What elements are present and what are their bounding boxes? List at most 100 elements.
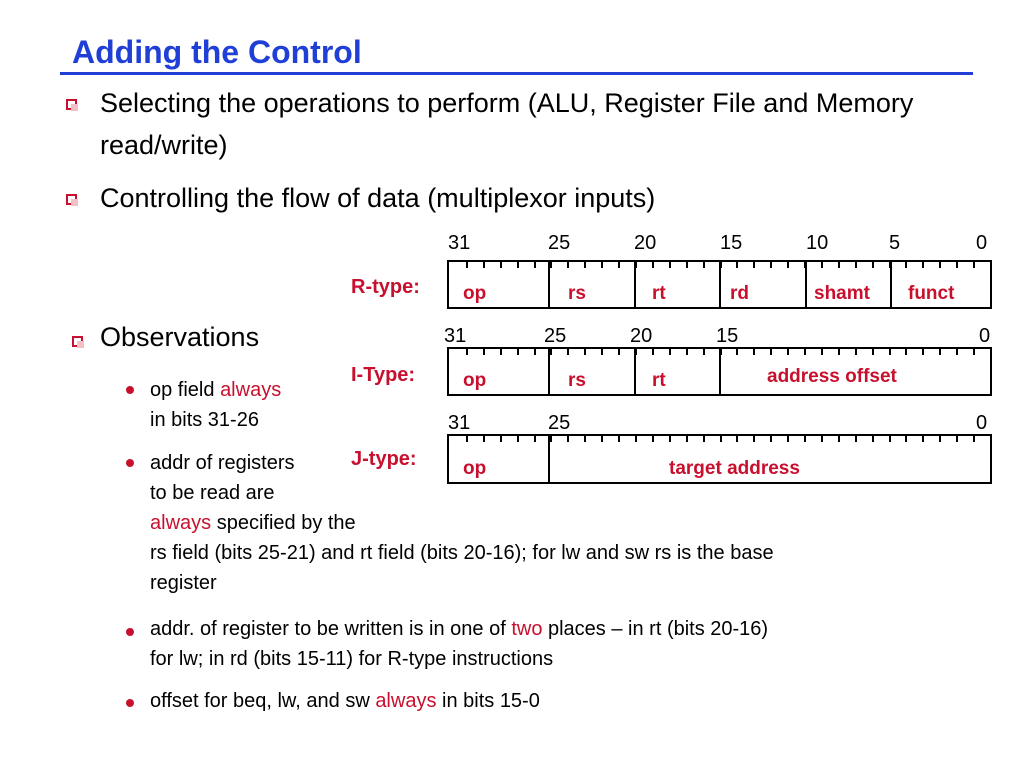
bit-tick <box>905 436 907 442</box>
bit-tick <box>618 349 620 355</box>
bit-tick <box>500 262 502 268</box>
format-label: I-Type: <box>351 364 416 386</box>
observation-item: addr. of register to be written is in on… <box>150 618 769 670</box>
bit-number: 25 <box>548 412 571 434</box>
bit-tick <box>821 436 823 442</box>
bit-tick <box>838 349 840 355</box>
bit-tick <box>736 436 738 442</box>
bit-tick <box>872 436 874 442</box>
bit-tick <box>584 349 586 355</box>
bit-number: 0 <box>976 412 988 434</box>
bullet-text: Controlling the flow of data (multiplexo… <box>100 183 656 213</box>
bit-tick <box>922 262 924 268</box>
bit-tick <box>550 349 552 355</box>
bit-tick <box>686 349 688 355</box>
bit-tick <box>534 262 536 268</box>
bit-tick <box>922 436 924 442</box>
field-rt: rt <box>652 370 666 391</box>
bit-tick <box>466 436 468 442</box>
bit-tick <box>973 262 975 268</box>
square-bullet-icon <box>72 336 84 348</box>
bit-tick <box>787 349 789 355</box>
instruction-box: op rs rt rd shamt funct <box>447 260 992 309</box>
bit-tick <box>889 436 891 442</box>
bit-tick <box>652 349 654 355</box>
bit-number: 20 <box>634 232 657 254</box>
bit-tick <box>939 349 941 355</box>
bit-tick <box>466 262 468 268</box>
instruction-box: op target address <box>447 434 992 484</box>
square-bullet-icon <box>66 194 78 206</box>
format-label: J-type: <box>351 448 417 470</box>
observation-item: op field always in bits 31-26 <box>150 379 282 431</box>
dot-bullet-icon <box>126 386 134 394</box>
bit-tick <box>804 349 806 355</box>
bit-tick <box>956 436 958 442</box>
square-bullet-icon <box>66 99 78 111</box>
bit-tick <box>753 349 755 355</box>
bit-tick <box>703 436 705 442</box>
bit-number: 10 <box>806 232 829 254</box>
observation-item: addr of registers to be read are always … <box>150 452 774 594</box>
bit-number: 20 <box>630 325 653 347</box>
dot-bullet-icon <box>126 699 134 707</box>
bit-tick <box>753 436 755 442</box>
field-address-offset: address offset <box>767 366 897 387</box>
field-rs: rs <box>568 283 586 304</box>
bit-tick <box>821 349 823 355</box>
bit-number: 15 <box>716 325 739 347</box>
bit-number: 25 <box>544 325 567 347</box>
field-rs: rs <box>568 370 586 391</box>
bit-tick <box>821 262 823 268</box>
bit-tick <box>584 436 586 442</box>
bit-tick <box>517 436 519 442</box>
bit-tick <box>703 262 705 268</box>
dot-bullet-icon <box>126 459 134 467</box>
bit-tick <box>770 436 772 442</box>
bit-tick <box>601 436 603 442</box>
bit-tick <box>567 436 569 442</box>
bit-tick <box>956 262 958 268</box>
bit-tick <box>534 436 536 442</box>
bit-tick <box>567 349 569 355</box>
field-rt: rt <box>652 283 666 304</box>
bit-tick <box>770 349 772 355</box>
bit-tick <box>804 262 806 268</box>
bit-tick <box>635 436 637 442</box>
bit-tick <box>635 262 637 268</box>
field-rd: rd <box>730 283 749 304</box>
bit-number: 0 <box>976 232 988 254</box>
bit-tick <box>770 262 772 268</box>
slide-title: Adding the Control <box>72 34 362 70</box>
bit-tick <box>500 436 502 442</box>
bit-tick <box>500 349 502 355</box>
bit-tick <box>838 436 840 442</box>
bit-tick <box>939 262 941 268</box>
observations-heading: Observations <box>100 322 260 352</box>
instruction-box: op rs rt address offset <box>447 347 992 396</box>
bit-tick <box>517 262 519 268</box>
bit-tick <box>618 262 620 268</box>
bit-tick <box>483 349 485 355</box>
bit-tick <box>736 262 738 268</box>
bit-tick <box>787 262 789 268</box>
field-funct: funct <box>908 283 955 304</box>
bit-number: 31 <box>448 232 471 254</box>
bit-tick <box>652 262 654 268</box>
field-op: op <box>463 458 487 479</box>
bullet-text: Selecting the operations to perform (ALU… <box>100 88 914 160</box>
bit-tick <box>635 349 637 355</box>
bit-tick <box>753 262 755 268</box>
bit-tick <box>618 436 620 442</box>
bit-tick <box>466 349 468 355</box>
bit-number: 0 <box>979 325 991 347</box>
dot-bullet-icon <box>126 628 134 636</box>
bit-tick <box>922 349 924 355</box>
field-target-address: target address <box>669 458 800 479</box>
bit-tick <box>550 262 552 268</box>
bit-tick <box>669 349 671 355</box>
bit-tick <box>855 436 857 442</box>
bit-tick <box>720 436 722 442</box>
bit-tick <box>787 436 789 442</box>
format-label: R-type: <box>351 276 420 298</box>
